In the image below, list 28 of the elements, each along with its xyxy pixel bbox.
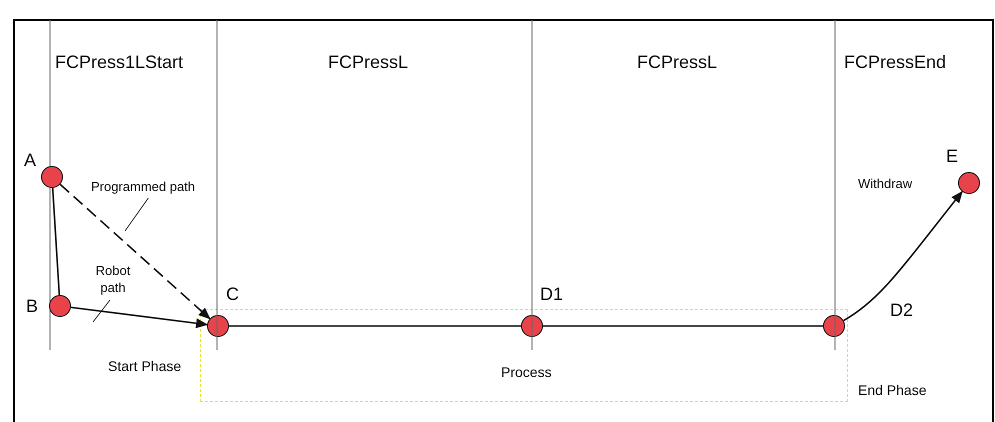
leader-line: [92, 300, 110, 322]
path-arrow: [60, 184, 211, 320]
column-heading: FCPressEnd: [844, 52, 946, 73]
path-point: [822, 314, 844, 336]
column-heading: FCPressL: [328, 52, 408, 73]
path-arrow: [70, 306, 208, 328]
point-label: E: [946, 146, 958, 167]
point-label: D2: [890, 300, 914, 321]
phase-region: [200, 309, 848, 402]
path-point: [49, 295, 71, 317]
point-label: B: [26, 296, 38, 317]
point-label: A: [24, 150, 36, 171]
path-arrow: [843, 190, 963, 322]
point-label: D1: [540, 284, 564, 305]
phase-label: Start Phase: [108, 358, 182, 374]
column-heading: FCPress1LStart: [55, 52, 184, 73]
column-heading: FCPressL: [637, 52, 718, 73]
edge-label: Withdraw: [858, 176, 912, 191]
path-point: [958, 172, 980, 194]
callout-text: Robot path: [88, 262, 138, 296]
point-label: C: [226, 284, 239, 305]
leader-line: [124, 198, 149, 232]
region-label: Process: [501, 364, 552, 380]
callout-text: Programmed path: [76, 178, 210, 195]
phase-label: End Phase: [858, 382, 926, 398]
path-point: [206, 314, 228, 336]
path-point: [41, 166, 63, 188]
path-point: [520, 314, 542, 336]
